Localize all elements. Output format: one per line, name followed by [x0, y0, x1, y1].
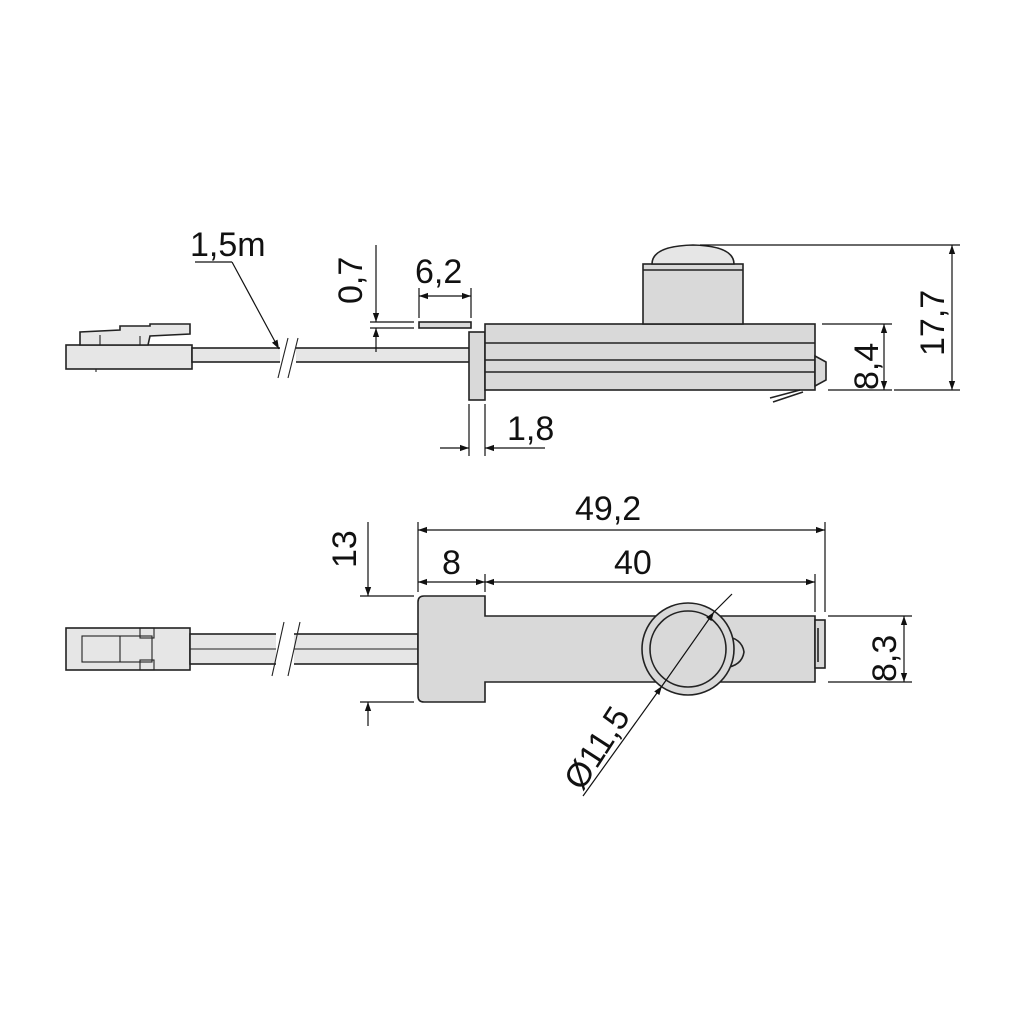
side-cable [191, 337, 471, 379]
side-view [65, 244, 827, 403]
flange [418, 321, 472, 329]
sensor-dome [642, 244, 744, 325]
top-connector [65, 627, 191, 671]
end-cap [814, 619, 826, 669]
hole-diameter-label: Ø11,5 [557, 700, 638, 796]
top-body [417, 595, 816, 703]
body-height-label: 8,4 [848, 343, 886, 390]
top-view [65, 595, 826, 703]
head-length-label: 8 [442, 544, 461, 582]
total-length-label: 49,2 [575, 490, 641, 528]
side-connector [65, 323, 193, 372]
side-dimensions: 1,5m 0,7 6,2 1,8 8,4 17,7 [190, 226, 960, 456]
cable-length-label: 1,5m [190, 226, 266, 264]
body-length-label: 40 [614, 544, 652, 582]
top-cable [189, 621, 419, 677]
body-width-label: 8,3 [866, 635, 904, 682]
flange-length-label: 6,2 [415, 253, 462, 291]
plate-thickness-label: 1,8 [507, 410, 554, 448]
flange-thickness-label: 0,7 [332, 257, 370, 304]
total-height-label: 17,7 [914, 290, 952, 356]
mounting-plate [468, 331, 486, 401]
head-width-label: 13 [326, 530, 364, 568]
side-body [484, 323, 827, 403]
